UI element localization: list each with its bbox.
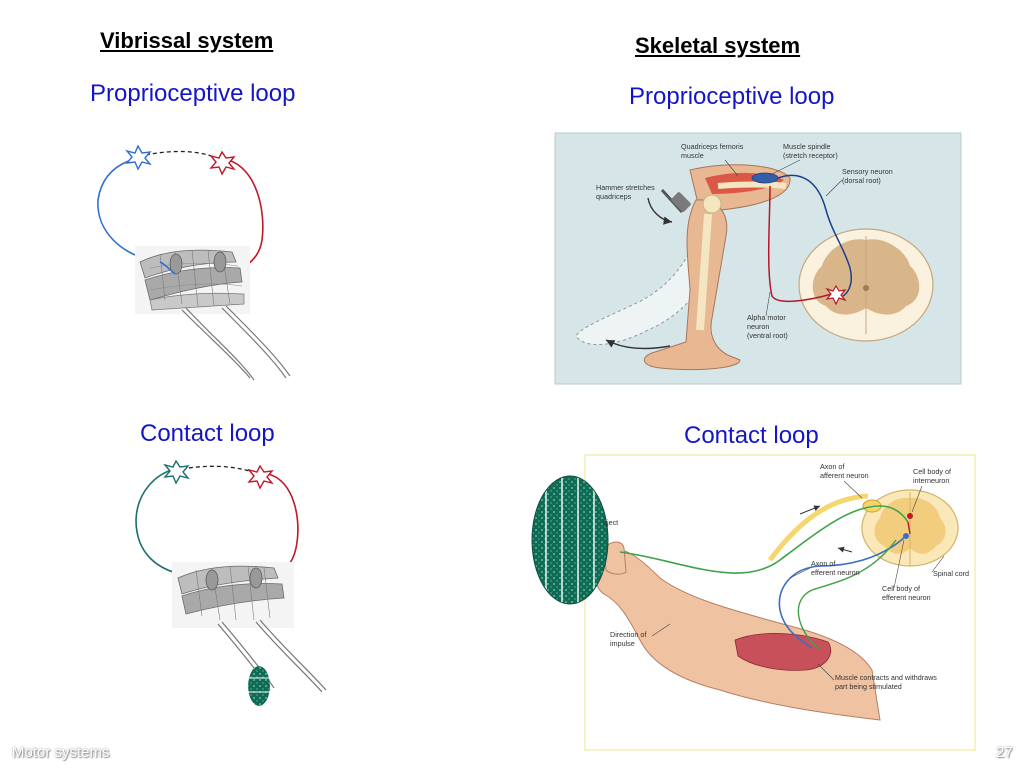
leg-kick-arrow bbox=[605, 339, 671, 350]
dashed-connection bbox=[145, 150, 215, 158]
reflex-hammer-icon bbox=[660, 188, 691, 214]
label-afferent-1: Axon of bbox=[820, 462, 844, 471]
label-spinal-cord: Spinal cord bbox=[933, 569, 969, 578]
vibrissal-contact-title: Contact loop bbox=[140, 420, 275, 447]
label-spindle-2: (stretch receptor) bbox=[783, 151, 838, 160]
arm-shape bbox=[595, 547, 881, 721]
efferent-green-path bbox=[797, 539, 897, 651]
sensory-star-icon bbox=[125, 144, 152, 171]
withdrawal-spinal-cord bbox=[861, 489, 959, 567]
label-sensory-1: Sensory neuron bbox=[842, 167, 893, 176]
knee-reflex-figure: Quadriceps femoris muscle Muscle spindle… bbox=[554, 132, 962, 385]
label-direction-1: Direction of bbox=[610, 630, 646, 639]
label-quadriceps-1: Quadriceps femoris bbox=[681, 142, 744, 151]
sensory-loop-path bbox=[97, 157, 161, 263]
vibrissal-contact-diagram bbox=[135, 459, 327, 706]
label-hammer-1: Hammer stretches bbox=[596, 183, 655, 192]
shin-shape bbox=[643, 199, 741, 371]
label-efferent-body-2: efferent neuron bbox=[882, 593, 931, 602]
vibrissal-heading: Vibrissal system bbox=[100, 28, 274, 53]
vibrissal-proprioceptive-diagram bbox=[97, 144, 291, 381]
afferent-yellow-bundle bbox=[768, 493, 869, 562]
interneuron-path bbox=[907, 521, 911, 535]
label-spindle-1: Muscle spindle bbox=[783, 142, 831, 151]
label-afferent-2: afferent neuron bbox=[820, 471, 869, 480]
label-interneuron-1: Cell body of bbox=[913, 467, 951, 476]
efferent-direction-arrow bbox=[837, 546, 853, 553]
contact-object-large bbox=[532, 476, 608, 604]
vibrissal-proprioceptive-title: Proprioceptive loop bbox=[90, 80, 296, 107]
contact-dashed-connection bbox=[181, 465, 253, 473]
kneecap bbox=[702, 194, 722, 214]
motor-star-icon bbox=[209, 150, 236, 176]
whisker-shafts bbox=[181, 305, 291, 381]
skeletal-contact-title: Contact loop bbox=[684, 422, 819, 449]
label-efferent-axon-2: efferent neuron bbox=[811, 568, 860, 577]
interneuron-cell-body bbox=[907, 513, 913, 519]
skeletal-proprioceptive-title: Proprioceptive loop bbox=[629, 83, 835, 110]
afferent-nerve-path bbox=[619, 505, 909, 574]
contact-whisker-shafts bbox=[217, 619, 327, 693]
label-interneuron-2: interneuron bbox=[913, 476, 949, 485]
afferent-direction-arrow bbox=[799, 505, 821, 515]
contact-teal-star-icon bbox=[163, 459, 190, 485]
reflex-labels: Quadriceps femoris muscle Muscle spindle… bbox=[596, 142, 893, 340]
label-contracts-1: Muscle contracts and withdraws bbox=[835, 673, 937, 682]
label-hammer-2: quadriceps bbox=[596, 192, 632, 201]
contact-teal-loop-path bbox=[135, 469, 193, 577]
skeletal-heading: Skeletal system bbox=[635, 33, 801, 58]
sensory-fiber bbox=[159, 261, 176, 275]
label-efferent-axon-1: Axon of bbox=[811, 559, 835, 568]
label-sensory-2: (dorsal root) bbox=[842, 176, 881, 185]
femur-bone bbox=[717, 181, 787, 189]
label-quadriceps-2: muscle bbox=[681, 151, 704, 160]
muscle-spindle bbox=[751, 172, 779, 184]
motor-neuron-star-icon bbox=[825, 284, 847, 306]
page-number: 27 bbox=[996, 744, 1013, 761]
withdrawal-labels: Axon of afferent neuron Cell body of int… bbox=[603, 462, 969, 691]
whisker-muscle-illustration bbox=[135, 246, 250, 314]
finger-shape bbox=[603, 541, 627, 575]
hammer-motion-arrow bbox=[647, 197, 673, 225]
footer-title: Motor systems bbox=[12, 744, 110, 761]
label-alpha-2: neuron bbox=[747, 322, 769, 331]
efferent-cell-body bbox=[903, 533, 909, 539]
motor-neuron-path bbox=[767, 185, 833, 303]
label-alpha-3: (ventral root) bbox=[747, 331, 788, 340]
efferent-nerve-path bbox=[778, 535, 907, 649]
contact-red-star-icon bbox=[247, 464, 274, 490]
contact-object-small bbox=[248, 666, 270, 706]
label-contracts-2: part being stimulated bbox=[835, 682, 902, 691]
label-direction-2: impulse bbox=[610, 639, 635, 648]
sensory-neuron-path bbox=[777, 174, 852, 299]
forearm-muscle bbox=[734, 633, 832, 671]
label-object: bject bbox=[603, 518, 618, 527]
reflex-leader-lines bbox=[724, 159, 843, 317]
spinal-cord-section bbox=[798, 228, 934, 342]
label-efferent-body-1: Cell body of bbox=[882, 584, 920, 593]
label-alpha-1: Alpha motor bbox=[747, 313, 786, 322]
tibia-bone bbox=[696, 213, 712, 331]
resting-leg-outline bbox=[575, 231, 713, 346]
contact-whisker-muscle-illustration bbox=[172, 562, 294, 628]
withdrawal-leader-lines bbox=[651, 480, 945, 681]
withdrawal-reflex-figure: Axon of afferent neuron Cell body of int… bbox=[531, 454, 976, 751]
